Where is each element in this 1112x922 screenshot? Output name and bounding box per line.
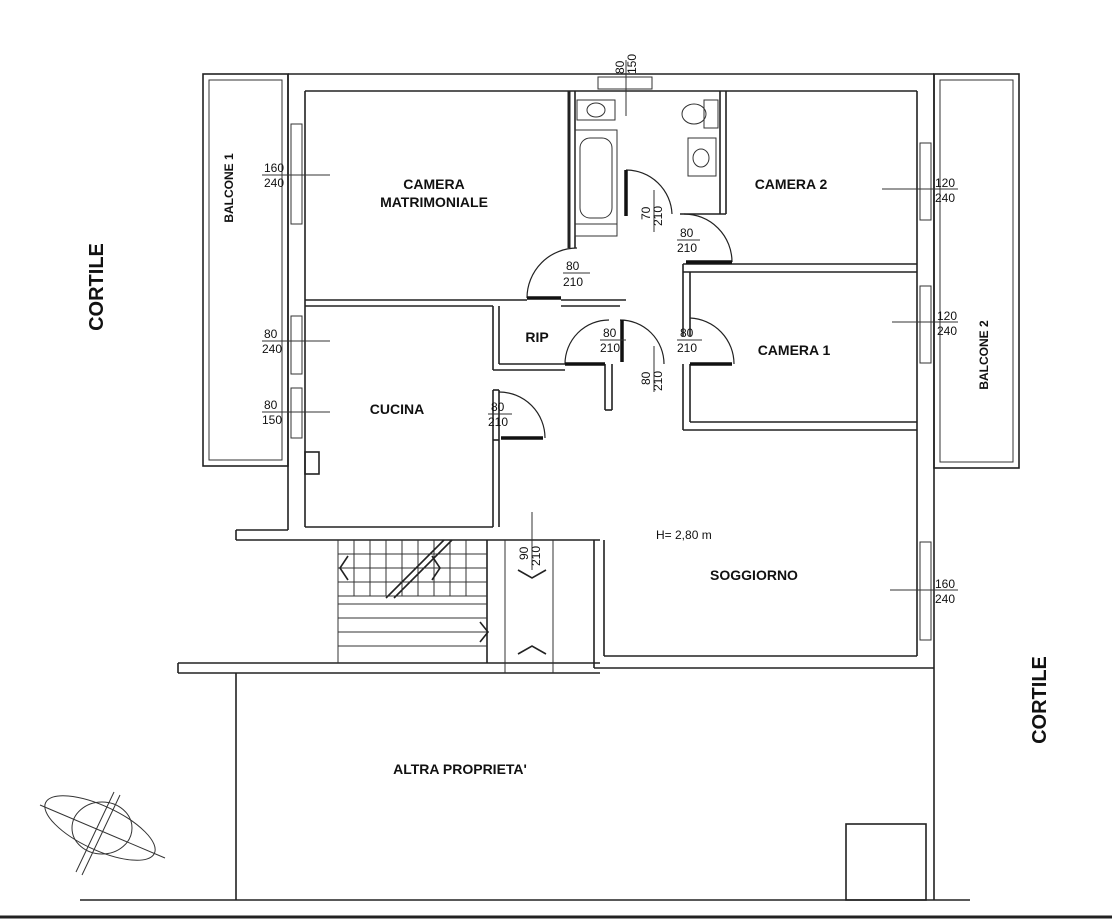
door-dim-width: 80 bbox=[639, 371, 653, 385]
door-dim-height: 210 bbox=[600, 341, 620, 355]
cortile-right-label: CORTILE bbox=[1029, 656, 1051, 744]
bathroom-fixtures bbox=[574, 99, 719, 237]
window-dim-width: 80 bbox=[264, 398, 278, 412]
window-dim-width: 160 bbox=[264, 161, 284, 175]
room-camera-1: CAMERA 1 bbox=[758, 342, 831, 358]
room-rip: RIP bbox=[525, 329, 548, 345]
staircase bbox=[337, 539, 554, 673]
doors bbox=[498, 169, 735, 440]
balcony-2 bbox=[933, 73, 1020, 469]
room-camera-matrimoniale-line1: CAMERA bbox=[403, 176, 464, 192]
door-dim-width: 80 bbox=[680, 226, 694, 240]
door-dim-width: 80 bbox=[680, 326, 694, 340]
window-dim-height: 240 bbox=[264, 176, 284, 190]
door-dim-height: 210 bbox=[677, 241, 697, 255]
window-dim-height: 240 bbox=[262, 342, 282, 356]
altra-proprieta-block bbox=[80, 668, 970, 901]
room-cucina: CUCINA bbox=[370, 401, 424, 417]
window-dim-width: 80 bbox=[264, 327, 278, 341]
door-dim-height: 210 bbox=[651, 371, 665, 391]
interior-walls bbox=[304, 91, 917, 663]
window-dim-height: 150 bbox=[625, 54, 639, 74]
window-dim-width: 120 bbox=[937, 309, 957, 323]
door-dim-height: 210 bbox=[563, 275, 583, 289]
windows bbox=[290, 76, 932, 641]
window-dim-height: 240 bbox=[937, 324, 957, 338]
door-dim-width: 80 bbox=[566, 259, 580, 273]
door-dim-width: 80 bbox=[491, 400, 505, 414]
door-dim-height: 210 bbox=[677, 341, 697, 355]
door-dim-width: 80 bbox=[603, 326, 617, 340]
north-arrow-icon bbox=[39, 791, 166, 876]
door-dim-height: 210 bbox=[651, 206, 665, 226]
window-dim-height: 240 bbox=[935, 191, 955, 205]
ceiling-height-note: H= 2,80 m bbox=[656, 528, 712, 542]
window-dim-width: 120 bbox=[935, 176, 955, 190]
window-dim-height: 240 bbox=[935, 592, 955, 606]
balcone-1-label: BALCONE 1 bbox=[222, 153, 236, 223]
window-dim-width: 160 bbox=[935, 577, 955, 591]
cortile-left-label: CORTILE bbox=[86, 243, 108, 331]
balcony-1 bbox=[202, 73, 289, 467]
door-dim-height: 210 bbox=[529, 546, 543, 566]
door-dim-width: 90 bbox=[517, 546, 531, 560]
balcone-2-label: BALCONE 2 bbox=[977, 320, 991, 390]
room-soggiorno: SOGGIORNO bbox=[710, 567, 798, 583]
room-altra-proprieta: ALTRA PROPRIETA' bbox=[393, 761, 527, 777]
window-dim-width: 80 bbox=[613, 60, 627, 74]
window-dim-height: 150 bbox=[262, 413, 282, 427]
door-dim-width: 70 bbox=[639, 206, 653, 220]
room-camera-matrimoniale-line2: MATRIMONIALE bbox=[380, 194, 488, 210]
room-camera-2: CAMERA 2 bbox=[755, 176, 828, 192]
door-dim-height: 210 bbox=[488, 415, 508, 429]
dimension-leaders bbox=[262, 60, 958, 591]
